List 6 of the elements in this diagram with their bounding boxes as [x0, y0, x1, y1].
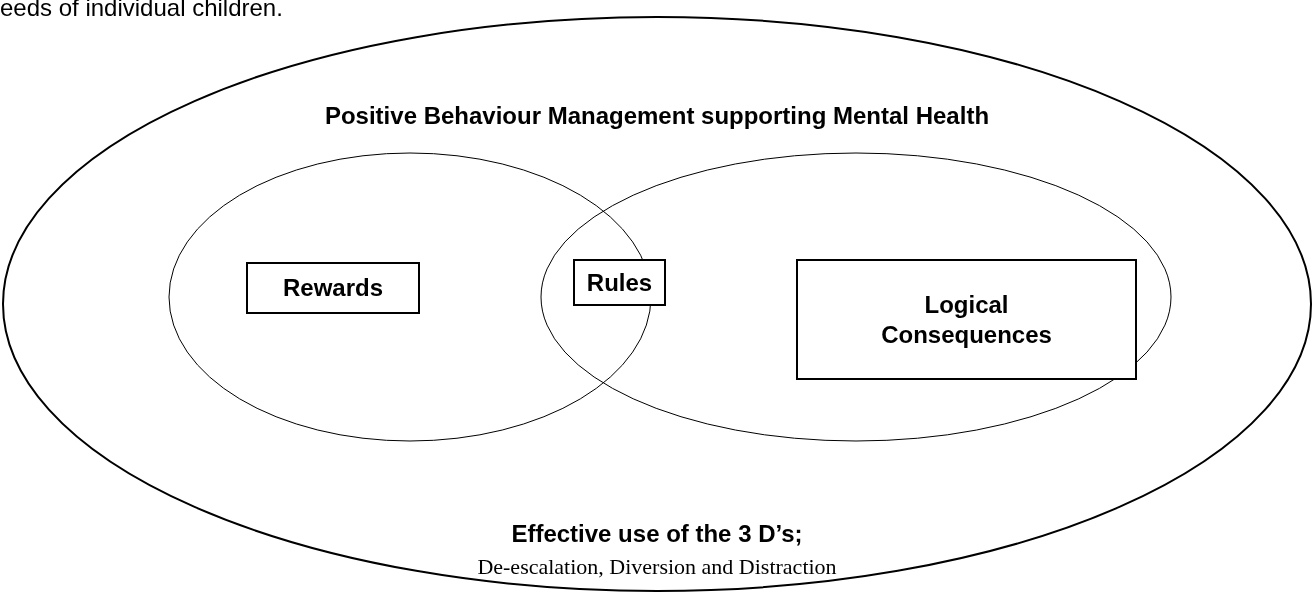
label-box: Logical Consequences: [796, 259, 1137, 380]
label-box: Rewards: [246, 262, 420, 314]
label-box: Rules: [573, 259, 666, 306]
body-text: De-escalation, Diversion and Distraction: [476, 554, 838, 580]
heading-text: Effective use of the 3 D’s;: [510, 520, 804, 548]
title-text: Positive Behaviour Management supporting Mental Health: [323, 102, 991, 130]
